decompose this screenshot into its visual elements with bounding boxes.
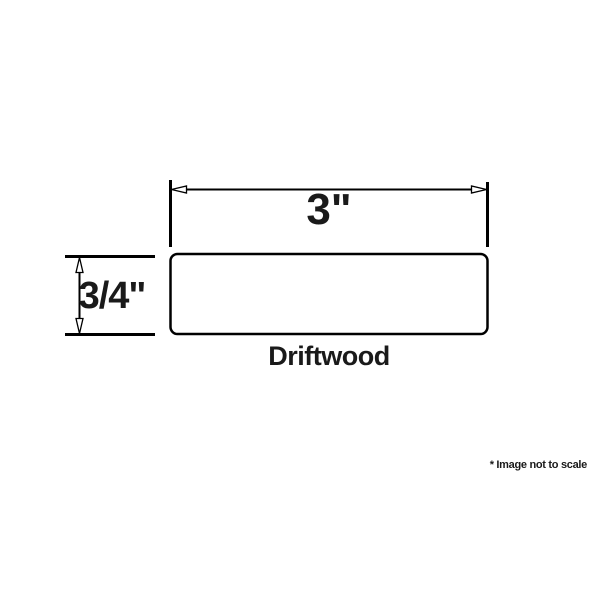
product-name-label: Driftwood <box>268 341 390 371</box>
width-arrowhead-right-icon <box>470 185 487 194</box>
width-dimension-label: 3" <box>306 185 352 234</box>
height-arrowhead-top-icon <box>75 257 84 274</box>
board-profile-rect <box>169 252 489 336</box>
height-dimension-label: 3/4" <box>78 275 147 317</box>
scale-note: * Image not to scale <box>489 459 588 471</box>
height-arrowhead-bottom-icon <box>75 317 84 334</box>
width-arrowhead-left-icon <box>171 185 188 194</box>
